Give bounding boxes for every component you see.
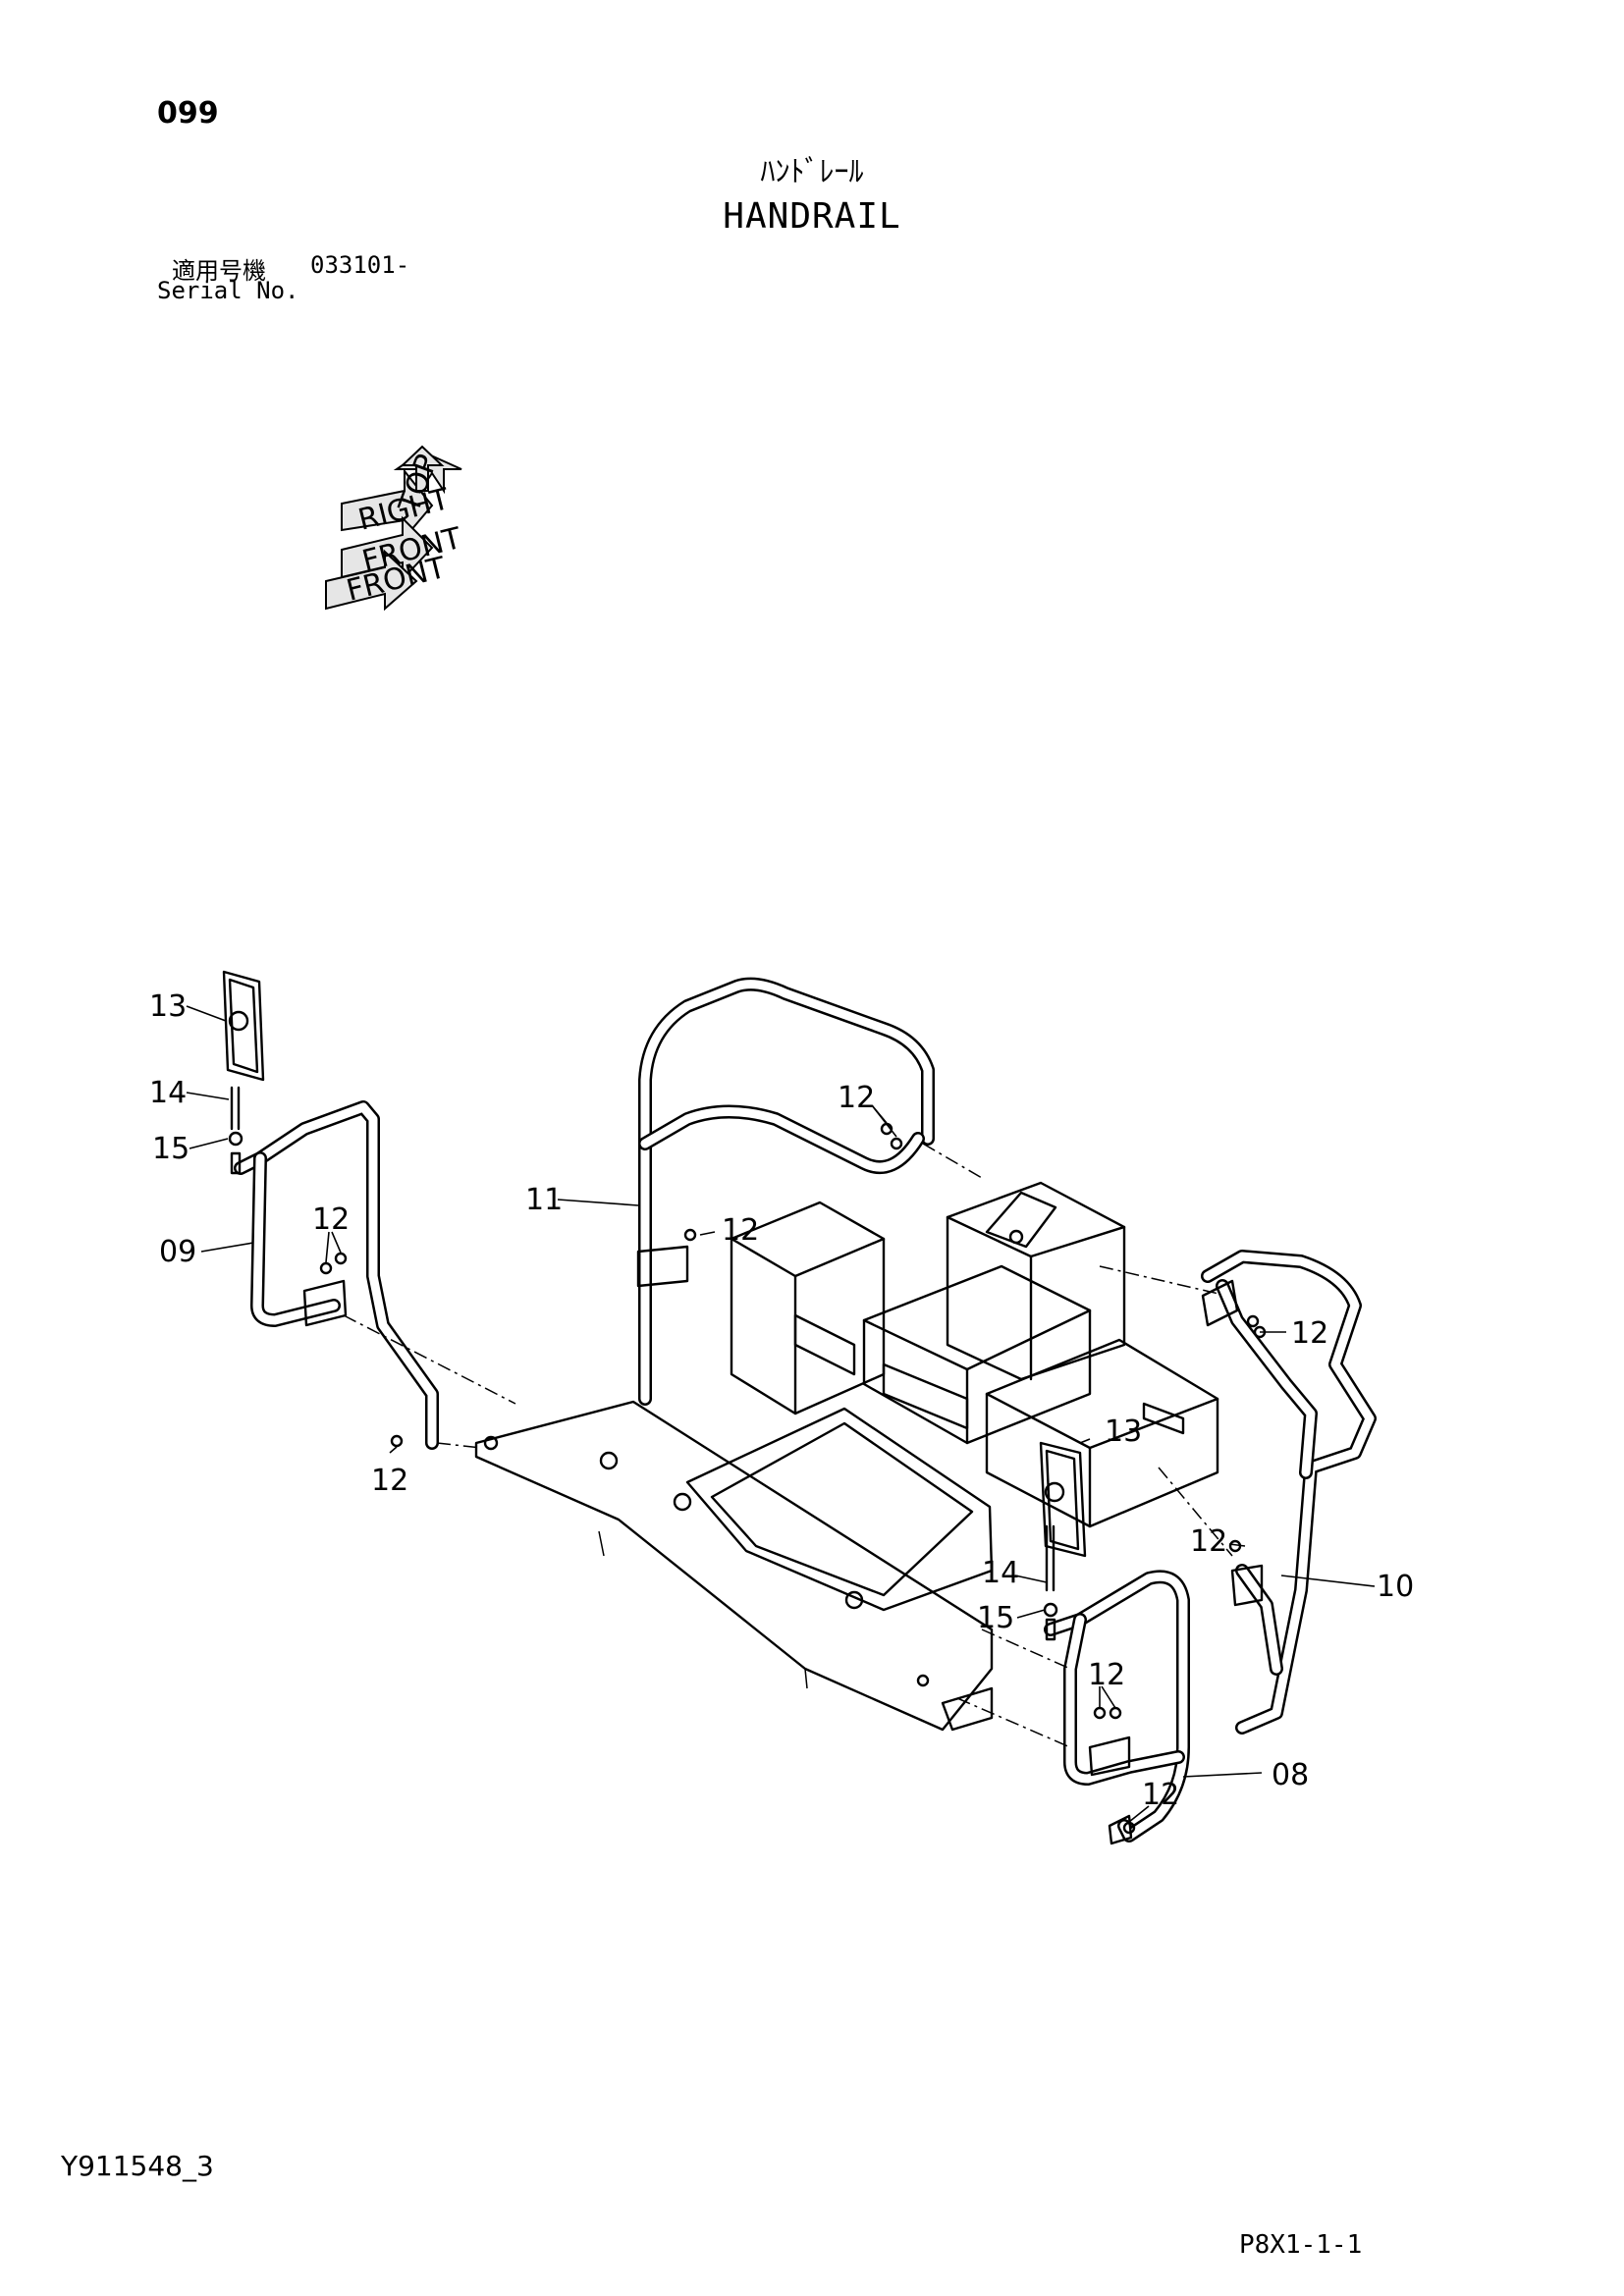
mirror-left [222,970,265,1175]
callout-10: 10 [1377,1570,1414,1604]
handrail-11 [636,977,935,1406]
callout-12: 12 [1190,1524,1227,1559]
callout-12: 12 [1291,1316,1328,1351]
bolt-12 [319,1261,333,1275]
page-title-japanese: ﾊﾝﾄﾞﾚｰﾙ [760,155,864,189]
bolt-12 [1093,1706,1107,1720]
page-number: 099 [157,96,219,131]
callout-12: 12 [722,1213,759,1248]
callout-14: 14 [982,1556,1019,1590]
callout-15: 15 [152,1132,189,1166]
handrail-10 [1201,1250,1377,1735]
callout-14: 14 [149,1076,187,1110]
serial-number-value: 033101- [310,251,410,279]
bolt-12 [890,1137,903,1150]
bolt-12 [683,1228,697,1242]
callout-15: 15 [977,1601,1014,1635]
handrail-08 [1044,1570,1190,1845]
callout-09: 09 [159,1235,196,1269]
bolt-12 [334,1252,348,1265]
drawing-id: Y911548_3 [61,2150,214,2182]
front-arrow-lower-icon [325,549,418,612]
callout-12: 12 [312,1202,350,1237]
callout-11: 11 [525,1183,563,1217]
handrail-09 [234,1100,439,1450]
bolt-12 [1122,1821,1136,1835]
serial-label: Serial No. [157,277,299,304]
callout-13: 13 [149,989,187,1024]
callout-12: 12 [1088,1658,1125,1692]
callout-12: 12 [838,1081,875,1115]
callout-08: 08 [1272,1758,1309,1792]
mirror-right [1039,1441,1087,1641]
page-code: P8X1-1-1 [1239,2230,1363,2260]
orientation-indicator: RIGHT TOP FRONT FRONT [325,445,465,612]
serial-label-japanese: 適用号機 [172,257,266,285]
bolt-12 [1228,1539,1242,1553]
top-arrow-shaft-icon [400,445,445,492]
assembly-lines [343,1314,1233,1748]
bolts [319,1122,1267,1835]
upper-frame [730,1143,1228,1528]
right-arrow-icon [341,468,434,541]
callout-12: 12 [371,1464,408,1498]
floor-plate [474,1400,994,1732]
bolt-12 [1246,1314,1260,1328]
page-title: HANDRAIL [723,196,901,237]
bolt-12 [390,1434,404,1448]
callout-13: 13 [1105,1415,1142,1449]
callouts: 13 14 15 09 12 11 12 12 12 12 13 14 15 1… [149,989,1414,1812]
callout-12: 12 [1142,1778,1179,1812]
leader-lines [186,1005,1376,1823]
bolt-12 [1109,1706,1122,1720]
